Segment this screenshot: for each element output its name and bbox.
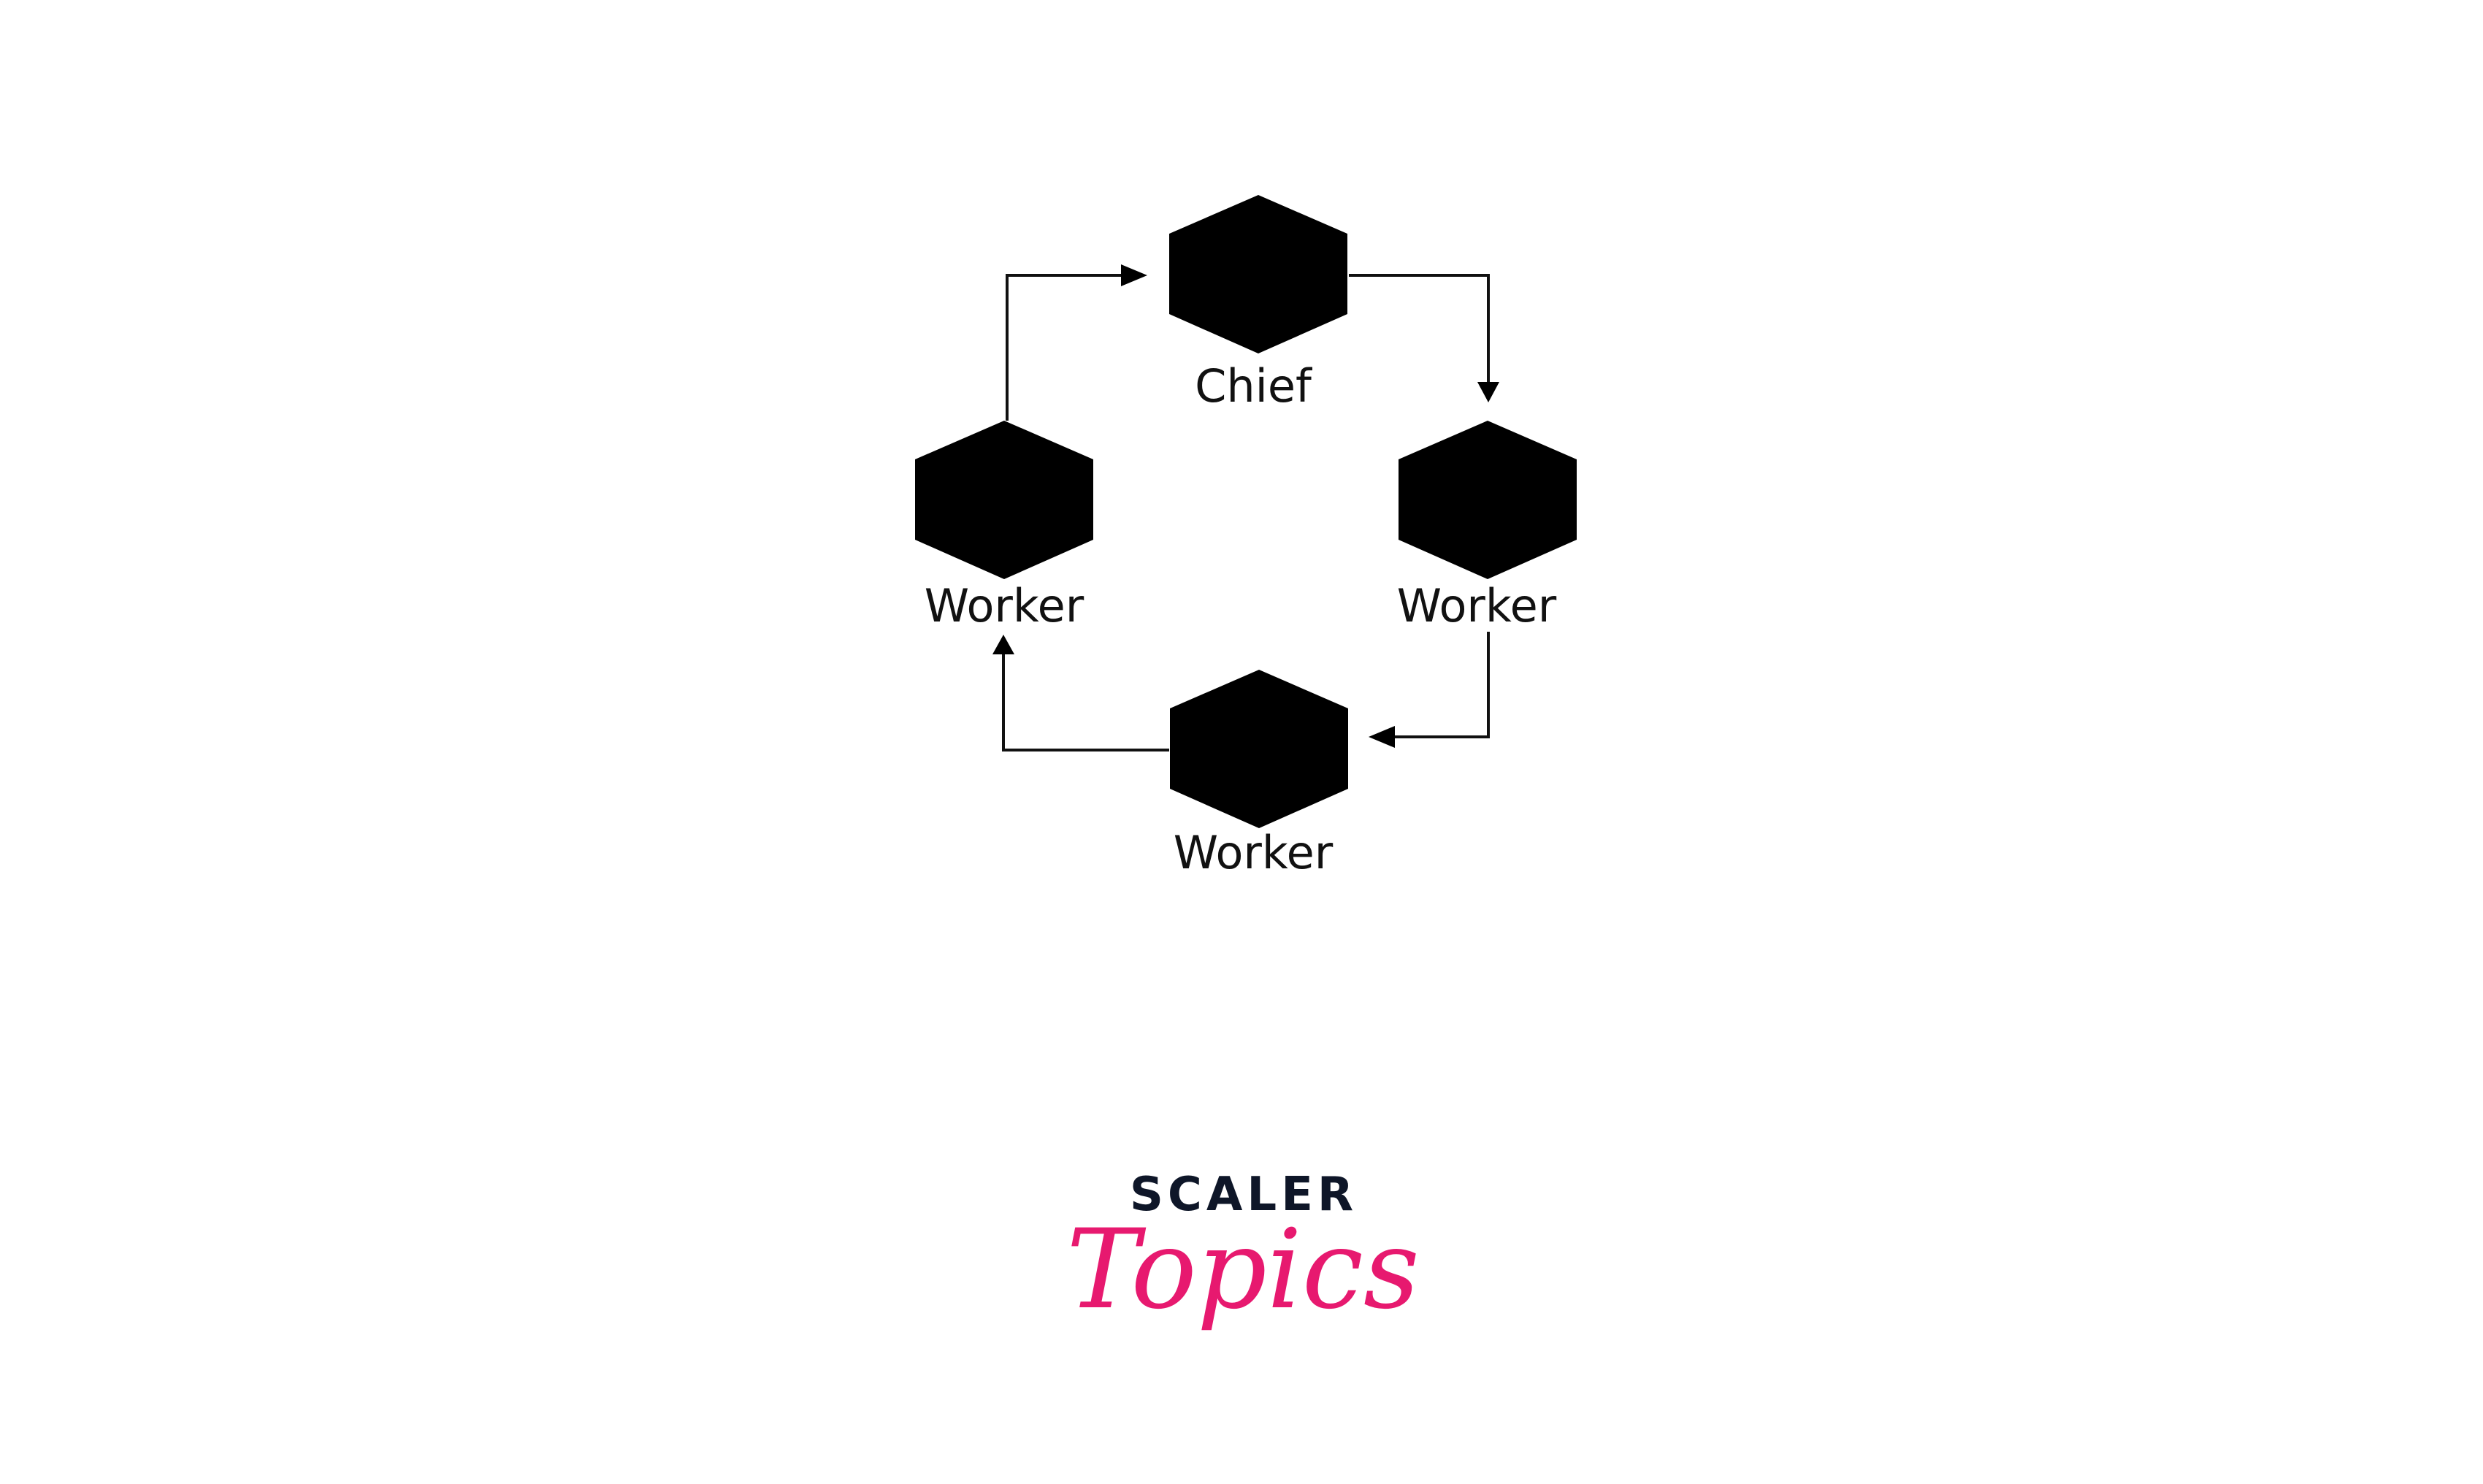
- node-worker-right: Worker: [1397, 421, 1577, 632]
- edge-worker-right-to-worker-bottom: [1369, 632, 1490, 748]
- node-chief: Chief: [1169, 195, 1347, 413]
- node-worker-bottom: Worker: [1170, 670, 1348, 879]
- scaler-topics-logo: SCALER Topics: [1066, 1168, 1420, 1334]
- arrowhead-icon: [1369, 726, 1395, 748]
- cube-icon: [1170, 670, 1348, 828]
- edge-chief-to-worker-right: [1349, 274, 1499, 402]
- cube-icon: [1399, 421, 1577, 579]
- logo-scaler-text: SCALER: [1130, 1168, 1358, 1222]
- node-label: Worker: [1397, 579, 1557, 632]
- edge-worker-bottom-to-worker-left: [992, 635, 1169, 751]
- node-label: Worker: [925, 579, 1084, 632]
- cube-icon: [1169, 195, 1347, 353]
- node-label: Chief: [1195, 359, 1313, 413]
- node-label: Worker: [1174, 826, 1334, 879]
- logo-topics-text: Topics: [1066, 1206, 1420, 1334]
- arrowhead-icon: [1477, 382, 1499, 402]
- edge-worker-left-to-chief: [1006, 264, 1147, 421]
- node-worker-left: Worker: [915, 421, 1093, 632]
- arrowhead-icon: [1121, 264, 1147, 286]
- cube-icon: [915, 421, 1093, 579]
- arrowhead-icon: [992, 635, 1014, 654]
